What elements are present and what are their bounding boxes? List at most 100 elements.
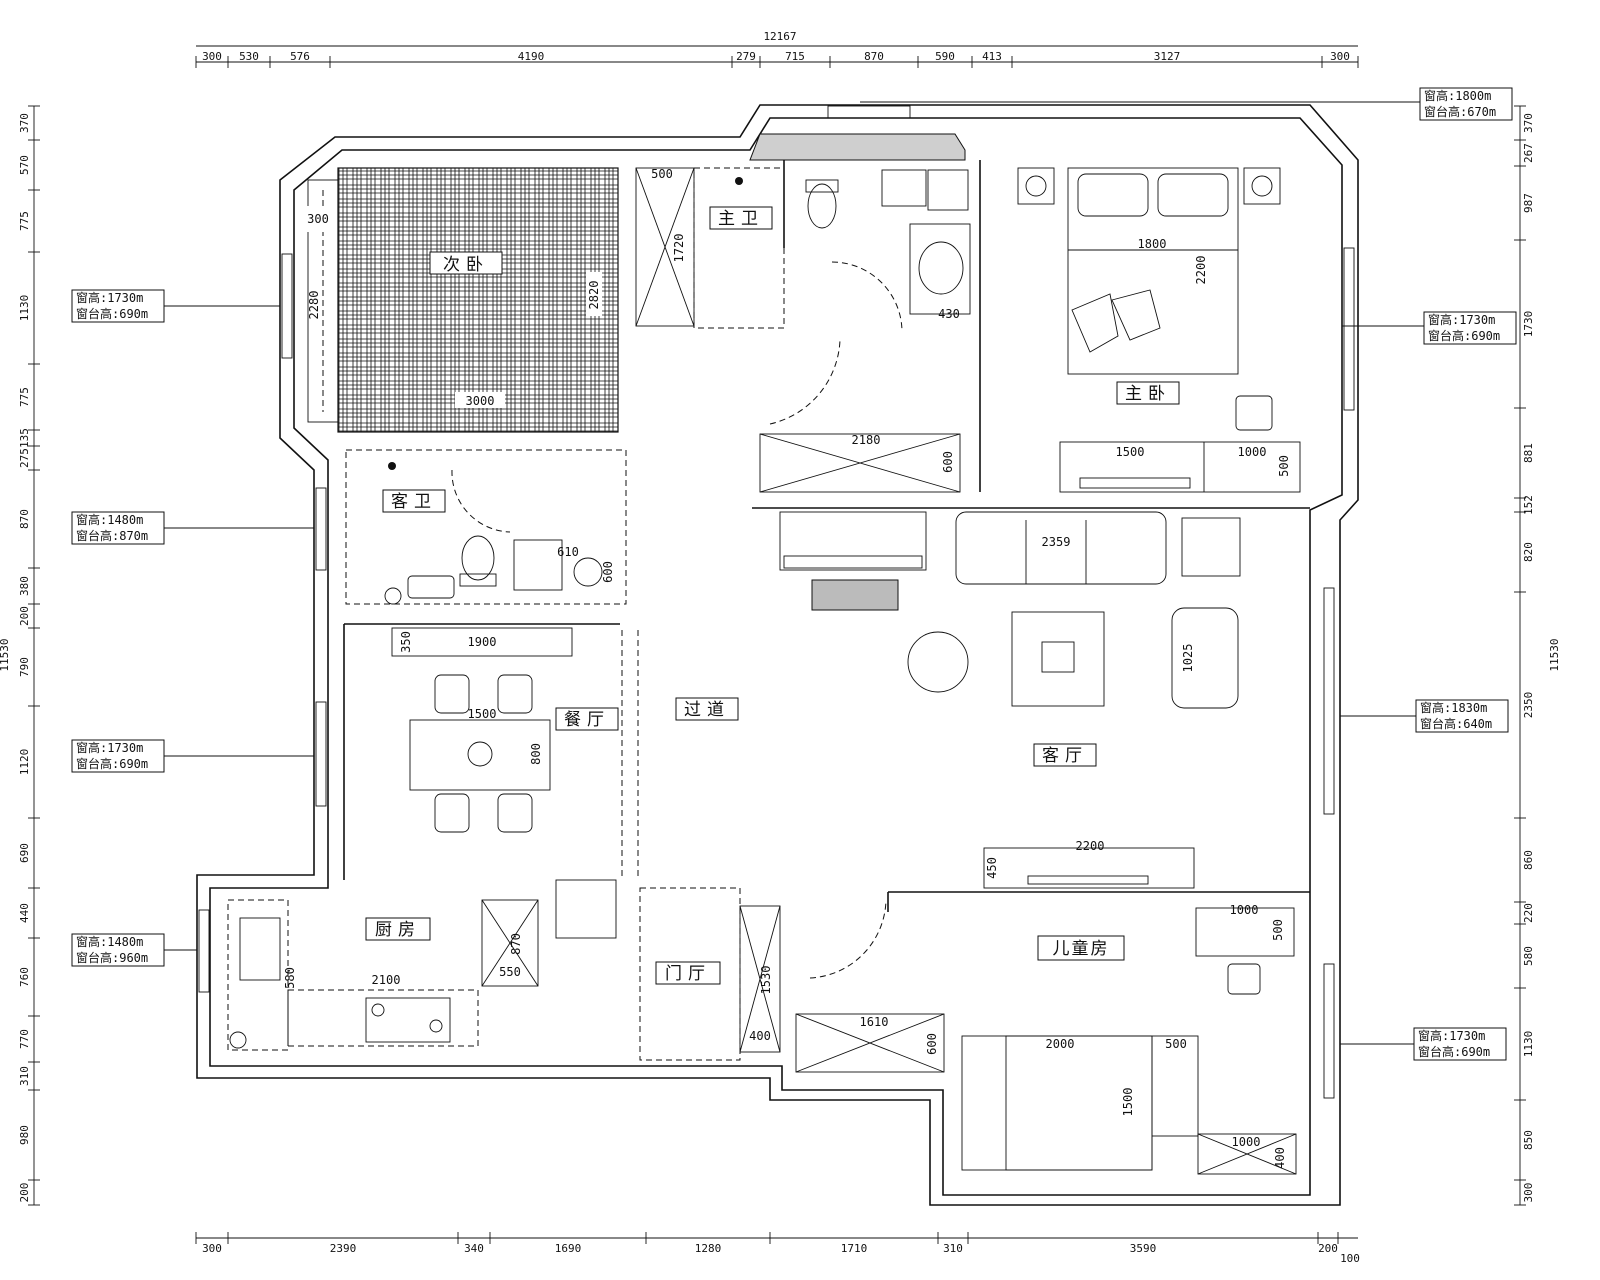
- kids-cabinet-1000-dim: 1000: [1232, 1135, 1261, 1149]
- overall-width-label: 12167: [763, 30, 796, 43]
- dimension-value: 300: [202, 1242, 222, 1255]
- kitchen-550-dim: 550: [499, 965, 521, 979]
- right-dimension-chain: 3702679871730881152820235086022058011308…: [1514, 105, 1561, 1206]
- dimension-value: 279: [736, 50, 756, 63]
- dimension-value: 590: [935, 50, 955, 63]
- walk-in-closet: 2180 600: [759, 339, 961, 493]
- dimension-value: 310: [18, 1066, 31, 1086]
- dimension-value: 200: [18, 606, 31, 626]
- window-label-left-2: 窗高:1480m 窗台高:870m: [71, 511, 314, 545]
- dimension-value: 820: [1522, 542, 1535, 562]
- dimension-value: 152: [1522, 495, 1535, 515]
- dimension-value: 1710: [841, 1242, 868, 1255]
- sideboard-width-dim: 1900: [468, 635, 497, 649]
- corridor: 过道: [675, 697, 739, 721]
- exterior-walls: [196, 104, 1359, 1206]
- dimension-value: 380: [18, 576, 31, 596]
- kids-bed-1500-dim: 1500: [1121, 1088, 1135, 1117]
- dimension-value: 980: [18, 1125, 31, 1145]
- room-label-living: 客厅: [1042, 746, 1088, 766]
- kitchen: 580 2100 厨房 870 550: [227, 624, 617, 1051]
- dimension-value: 850: [1522, 1130, 1535, 1150]
- dimension-value: 3127: [1154, 50, 1181, 63]
- dimension-value: 860: [1522, 850, 1535, 870]
- secondary-bedroom: 次卧 300 2280 3000 2820: [304, 167, 619, 433]
- dimension-value: 300: [1522, 1183, 1535, 1203]
- dimension-value: 770: [18, 1029, 31, 1049]
- dimension-value: 3590: [1130, 1242, 1157, 1255]
- window-openings: [198, 105, 1355, 1099]
- dimension-value: 220: [1522, 903, 1535, 923]
- dimension-value: 760: [18, 967, 31, 987]
- dimension-value: 2350: [1522, 692, 1535, 719]
- window-left2-height: 窗高:1480m: [76, 512, 143, 527]
- dimension-value: 340: [464, 1242, 484, 1255]
- window-label-left-4: 窗高:1480m 窗台高:960m: [71, 933, 197, 967]
- dimension-value: 275: [18, 448, 31, 468]
- bed2-width-dim: 2820: [587, 281, 601, 310]
- kids-cabinet-400-dim: 400: [1273, 1147, 1287, 1169]
- kids-shelf-500-dim: 500: [1165, 1037, 1187, 1051]
- dimension-value: 1130: [1522, 1031, 1535, 1058]
- window-left3-sill: 窗台高:690m: [76, 756, 148, 771]
- wardrobe-depth-dim: 300: [307, 212, 329, 226]
- wardrobe-width-dim: 3000: [466, 394, 495, 408]
- dimension-value: 4190: [518, 50, 545, 63]
- window-label-right-3: 窗高:1730m 窗台高:690m: [1340, 1027, 1507, 1061]
- window-left4-height: 窗高:1480m: [76, 934, 143, 949]
- kids-closet-600-dim: 600: [925, 1033, 939, 1055]
- window-annotations: 窗高:1800m 窗台高:670m 窗高:1730m 窗台高:690m 窗高:1…: [71, 87, 1517, 1061]
- window-label-top: 窗高:1800m 窗台高:670m: [860, 87, 1513, 121]
- window-left2-sill: 窗台高:870m: [76, 528, 148, 543]
- dimension-value: 413: [982, 50, 1002, 63]
- dimension-value: 987: [1522, 193, 1535, 213]
- dimension-value: 370: [1522, 113, 1535, 133]
- bed2-length-dim: 2280: [307, 291, 321, 320]
- dimension-value: 1690: [555, 1242, 582, 1255]
- dimension-value: 576: [290, 50, 310, 63]
- dimension-value: 370: [18, 113, 31, 133]
- window-right3-height: 窗高:1730m: [1418, 1028, 1485, 1043]
- tv-cabinet-depth-dim: 450: [985, 857, 999, 879]
- dimension-value: 1130: [18, 295, 31, 322]
- window-label-right-2: 窗高:1830m 窗台高:640m: [1340, 699, 1509, 733]
- closet-2180-dim: 2180: [852, 433, 881, 447]
- living-room: 2359 1025 客厅 2200 450: [752, 507, 1310, 912]
- room-label-master-bath: 主卫: [718, 209, 764, 229]
- room-label-dining: 餐厅: [564, 710, 610, 730]
- kids-desk-width-dim: 1000: [1230, 903, 1259, 917]
- window-label-left-1: 窗高:1730m 窗台高:690m: [71, 289, 280, 323]
- foyer: 1530 400 门厅: [639, 887, 887, 1061]
- dimension-value: 200: [18, 1183, 31, 1203]
- dimension-value: 870: [864, 50, 884, 63]
- tv-cabinet-width-dim: 2200: [1076, 839, 1105, 853]
- room-label-corridor: 过道: [684, 700, 730, 720]
- window-right2-height: 窗高:1830m: [1420, 700, 1487, 715]
- window-right2-sill: 窗台高:640m: [1420, 716, 1492, 731]
- left-dimension-chain: 3705707751130775135275870380200790112069…: [0, 105, 40, 1206]
- guest-bathroom: 客卫 610 600: [345, 449, 627, 605]
- dimension-value: 775: [18, 387, 31, 407]
- window-label-left-3: 窗高:1730m 窗台高:690m: [71, 739, 314, 773]
- dimension-value: 1280: [695, 1242, 722, 1255]
- dimension-value: 870: [18, 509, 31, 529]
- dimension-value: 1120: [18, 749, 31, 776]
- kids-desk-depth-dim: 500: [1271, 919, 1285, 941]
- bath-1720-dim: 1720: [672, 234, 686, 263]
- basin-430-dim: 430: [938, 307, 960, 321]
- dimension-value: 790: [18, 657, 31, 677]
- cabinet-500-dim: 500: [1277, 455, 1291, 477]
- window-left4-sill: 窗台高:960m: [76, 950, 148, 965]
- dimension-value: 530: [239, 50, 259, 63]
- window-left1-height: 窗高:1730m: [76, 290, 143, 305]
- dining-room: 350 1900 1500 800 餐厅: [344, 623, 639, 880]
- cabinet-1000-dim: 1000: [1238, 445, 1267, 459]
- master-bathroom: 500 1720 主卫 430: [635, 133, 971, 333]
- sideboard-depth-dim: 350: [399, 631, 413, 653]
- table-length-dim: 1500: [468, 707, 497, 721]
- dimension-value: 200: [1318, 1242, 1338, 1255]
- overall-height-right: 11530: [1548, 638, 1561, 671]
- dimension-value: 440: [18, 903, 31, 923]
- dimension-value: 300: [202, 50, 222, 63]
